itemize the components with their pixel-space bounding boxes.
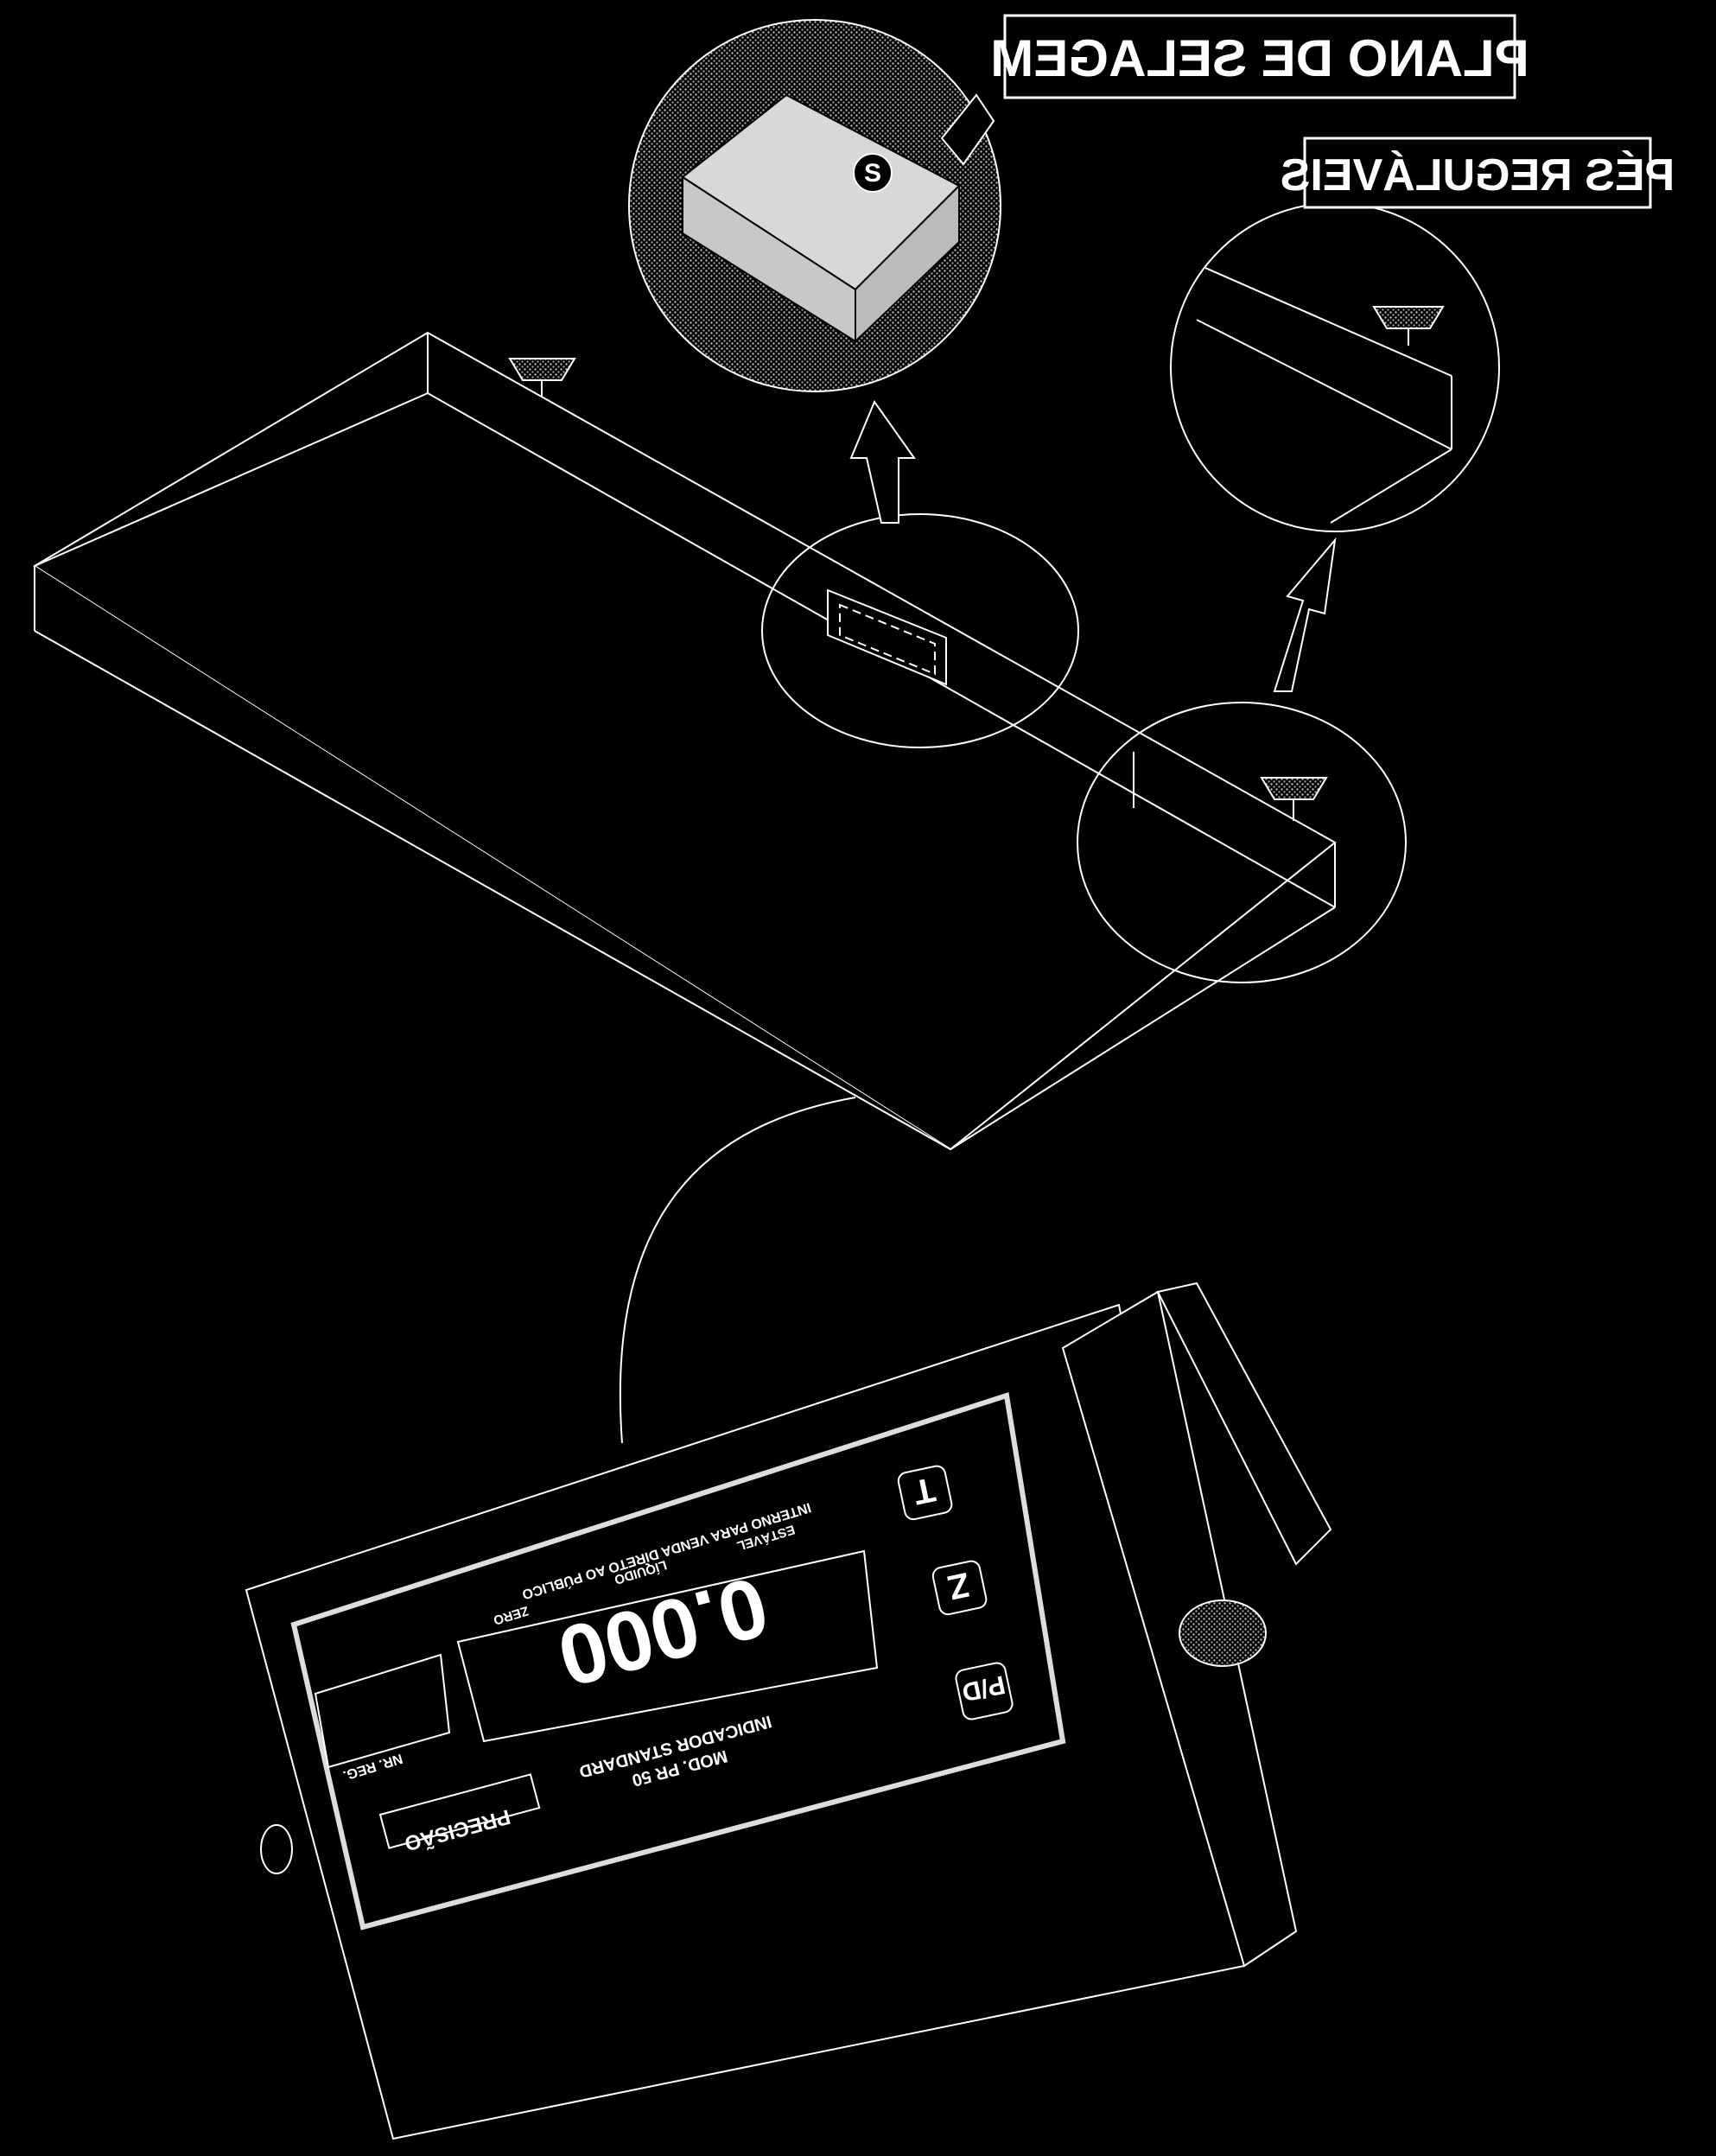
arrow-up-icon bbox=[849, 399, 916, 524]
key-tara[interactable]: T bbox=[897, 1465, 953, 1521]
seal-mark: S bbox=[864, 159, 881, 188]
label-adjustable-feet: PÉS REGULÁVEIS bbox=[1281, 137, 1675, 209]
adjustable-foot-icon bbox=[508, 358, 576, 397]
sealing-plane-callout bbox=[761, 513, 1079, 748]
indicator-unit: T Z P/D bbox=[245, 1282, 1332, 2140]
key-mode[interactable]: P/D bbox=[955, 1662, 1014, 1721]
connection-cable bbox=[619, 1097, 856, 1444]
arrow-up-icon bbox=[1273, 537, 1337, 692]
arrow-icon bbox=[940, 93, 995, 166]
label-sealing-plane: PLANO DE SELAGEM bbox=[990, 14, 1529, 99]
key-zero[interactable]: Z bbox=[931, 1560, 988, 1616]
sealing-plane-magnified: S bbox=[628, 19, 1001, 392]
label-sealing-plane-text: PLANO DE SELAGEM bbox=[990, 29, 1529, 87]
label-adjustable-feet-text: PÉS REGULÁVEIS bbox=[1281, 150, 1675, 200]
seal-icon: S bbox=[853, 153, 893, 193]
scale-platform bbox=[33, 331, 1337, 1151]
adjustable-foot-callout bbox=[1077, 702, 1407, 983]
side-knob[interactable] bbox=[1179, 1600, 1267, 1667]
adjustable-foot-magnified bbox=[1170, 202, 1500, 532]
